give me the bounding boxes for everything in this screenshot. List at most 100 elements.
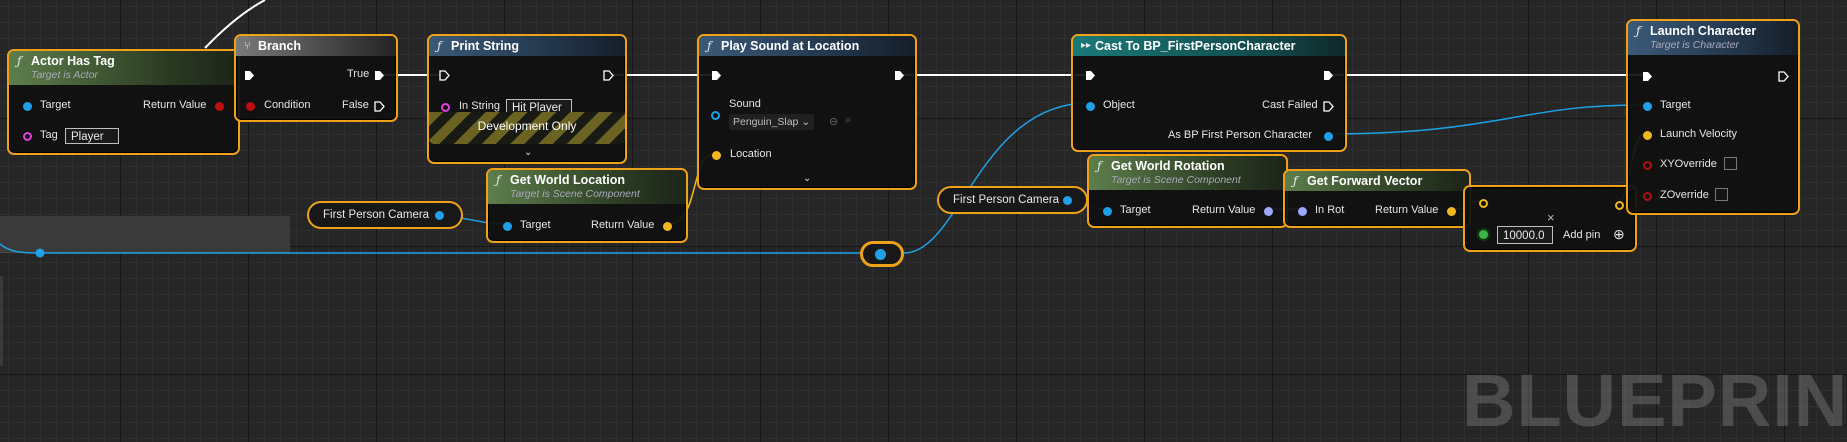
in-rot-pin[interactable] [1298,207,1307,216]
return-value-pin[interactable] [1264,207,1273,216]
xy-override-pin[interactable] [1643,161,1652,170]
return-value-label: Return Value [591,219,655,231]
first-person-camera-variable[interactable]: First Person Camera [307,201,463,229]
exec-in-pin[interactable] [1085,70,1096,81]
node-subtitle: Target is Scene Component [1111,174,1241,186]
actor-has-tag-header: ƒ Actor Has Tag Target is Actor [9,51,238,85]
return-value-label: Return Value [143,99,207,111]
cast-to-node[interactable]: ▸▸ Cast To BP_FirstPersonCharacter Objec… [1071,34,1347,152]
browse-icon[interactable]: ⊖ [829,116,839,128]
development-only-banner: Development Only [429,112,625,144]
branch-node[interactable]: ⑂ Branch True Condition False [234,34,398,122]
node-title: Get World Rotation [1111,159,1225,173]
node-title: Get World Location [510,173,626,187]
tag-input[interactable]: Player [65,128,119,144]
play-sound-node[interactable]: ƒ Play Sound at Location Sound Penguin_S… [697,34,917,190]
exec-in-pin[interactable] [711,70,722,81]
first-person-camera-variable-2[interactable]: First Person Camera [937,186,1088,214]
return-value-pin[interactable] [663,222,672,231]
function-icon: ƒ [1293,174,1298,188]
get-forward-vector-node[interactable]: ƒ Get Forward Vector In Rot Return Value [1283,169,1471,228]
tag-pin[interactable] [23,132,32,141]
object-wire-reroute-cast [903,102,1093,254]
function-icon: ƒ [1097,159,1102,173]
true-label: True [347,68,370,80]
target-pin[interactable] [1103,207,1112,216]
branch-header: ⑂ Branch [236,36,396,56]
cast-failed-exec-pin[interactable] [1323,101,1334,112]
return-value-pin[interactable] [215,102,224,111]
as-bp-label: As BP First Person Character [1168,129,1313,141]
launch-character-node[interactable]: ƒ Launch Character Target is Character T… [1626,19,1800,215]
object-wire-reroute [0,243,860,254]
in-string-label: In String [459,100,500,112]
true-exec-pin[interactable] [374,70,385,81]
return-value-label: Return Value [1192,204,1256,216]
location-pin[interactable] [712,151,721,160]
add-pin-label[interactable]: Add pin [1563,229,1601,241]
sound-pin[interactable] [711,111,720,120]
condition-label: Condition [264,99,311,111]
condition-pin[interactable] [246,102,255,111]
return-value-label: Return Value [1375,204,1439,216]
multiply-value-input[interactable]: 10000.0 [1497,226,1553,244]
variable-label: First Person Camera [323,209,430,221]
get-world-location-header: ƒ Get World Location Target is Scene Com… [488,170,686,204]
exec-out-pin[interactable] [1778,71,1789,82]
xy-override-checkbox[interactable] [1724,157,1737,170]
z-override-checkbox[interactable] [1715,188,1728,201]
comment-edge [0,276,3,366]
get-world-location-node[interactable]: ƒ Get World Location Target is Scene Com… [486,168,688,243]
exec-wire-incoming [204,0,266,49]
exec-in-pin[interactable] [439,70,450,81]
print-string-node[interactable]: ƒ Print String In String Hit Player Deve… [427,34,627,164]
target-pin[interactable] [1643,102,1652,111]
multiply-node[interactable]: × 10000.0 Add pin ⊕ [1463,185,1637,252]
as-bp-pin[interactable] [1324,132,1333,141]
reroute-node[interactable] [860,241,904,267]
launch-velocity-pin[interactable] [1643,131,1652,140]
target-pin[interactable] [23,102,32,111]
search-icon[interactable]: ⌕ [845,114,852,126]
play-sound-header: ƒ Play Sound at Location [699,36,915,56]
chevron-down-icon: ⌄ [801,116,811,128]
expand-chevron-icon[interactable]: ⌄ [524,147,533,158]
cast-failed-label: Cast Failed [1262,99,1318,111]
multiply-input-b-pin[interactable] [1479,230,1488,239]
get-world-rotation-node[interactable]: ƒ Get World Rotation Target is Scene Com… [1087,154,1288,228]
add-icon[interactable]: ⊕ [1613,226,1625,242]
multiply-input-a-pin[interactable] [1479,199,1488,208]
node-subtitle: Target is Character [1650,39,1739,51]
expand-chevron-icon[interactable]: ⌄ [803,173,812,184]
node-subtitle: Target is Scene Component [510,188,640,200]
object-label: Object [1103,99,1135,111]
node-title: Actor Has Tag [31,54,115,68]
camera-output-pin[interactable] [1063,196,1072,205]
reroute-dot-left [35,248,45,258]
exec-in-pin[interactable] [1642,71,1653,82]
node-title: Cast To BP_FirstPersonCharacter [1095,39,1296,53]
camera-output-pin[interactable] [435,211,444,220]
object-pin[interactable] [1086,102,1095,111]
reroute-pin[interactable] [875,249,886,260]
node-title: Play Sound at Location [721,39,860,53]
actor-has-tag-node[interactable]: ƒ Actor Has Tag Target is Actor Target R… [7,49,240,155]
get-forward-vector-header: ƒ Get Forward Vector [1285,171,1469,191]
multiply-icon: × [1547,210,1555,225]
return-value-pin[interactable] [1447,207,1456,216]
exec-out-pin[interactable] [894,70,905,81]
target-label: Target [40,99,71,111]
exec-out-pin[interactable] [1323,70,1334,81]
multiply-output-pin[interactable] [1615,201,1624,210]
exec-out-pin[interactable] [603,70,614,81]
target-pin[interactable] [503,222,512,231]
function-icon: ƒ [437,39,442,53]
in-string-pin[interactable] [441,103,450,112]
function-icon: ƒ [1636,24,1641,38]
exec-in-pin[interactable] [244,70,255,81]
z-override-pin[interactable] [1643,192,1652,201]
false-exec-pin[interactable] [374,101,385,112]
target-label: Target [520,219,551,231]
sound-dropdown[interactable]: Penguin_Slap ⌄ [729,114,815,130]
